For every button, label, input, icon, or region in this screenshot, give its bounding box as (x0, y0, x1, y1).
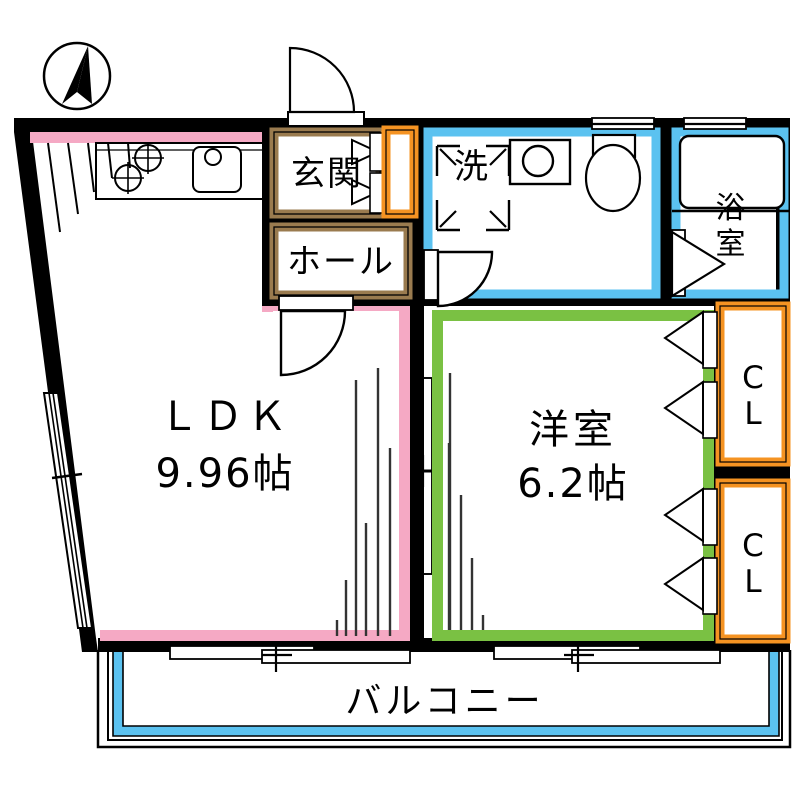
hall-door-swing[interactable] (279, 309, 347, 377)
bathroom (670, 127, 790, 299)
bedroom-label: 洋室 (529, 407, 617, 453)
ldk-hatch-bottom (335, 368, 392, 636)
balcony-region (96, 650, 792, 749)
shoe-closet-outline (385, 129, 415, 215)
closet-lower-outline (719, 482, 787, 640)
window-mullion-1 (48, 392, 84, 629)
front-door-threshold (287, 111, 365, 127)
closet-upper-arrow-2[interactable] (663, 380, 704, 436)
closet-upper-leaf-1[interactable] (702, 311, 718, 369)
closet-upper-arrow-1[interactable] (663, 310, 704, 366)
closet-upper-leaf-2[interactable] (702, 381, 718, 439)
closet-upper-outline (719, 305, 787, 463)
closet-lower-label-line2: L (744, 564, 762, 600)
window-open-mark (51, 472, 83, 480)
balcony-outer-edge-2 (107, 650, 783, 741)
bedroom-band-right (703, 310, 714, 640)
entrance-door-arrow-bottom[interactable] (351, 178, 381, 206)
closet-lower-label-line1: C (742, 528, 764, 564)
closet-lower-leaf-2[interactable] (702, 557, 718, 615)
closet-lower-arrow-2[interactable] (663, 556, 704, 612)
bathroom-accent-border (671, 127, 789, 299)
washbasin-icon (508, 138, 572, 186)
compass-needle-light (77, 46, 92, 104)
hall-door-threshold (278, 295, 354, 311)
shoe-closet-accent[interactable] (381, 125, 419, 219)
bathroom-door-arrow[interactable] (670, 230, 727, 298)
washroom-door-swing[interactable] (436, 250, 494, 308)
ldk-balcony-panel-2[interactable] (261, 649, 411, 664)
washroom-door-leaf[interactable] (423, 249, 439, 301)
bedroom-balcony-panel-2[interactable] (571, 649, 721, 664)
balcony-railing-outline-out (112, 651, 780, 737)
compass-needle-dark (62, 46, 88, 104)
washer-label: 洗 (454, 147, 490, 187)
balcony-label: バルコニー (345, 681, 545, 722)
closet-lower-leaf-1[interactable] (702, 488, 718, 546)
wall-closet-divider (714, 466, 790, 479)
bedroom-band-top (432, 310, 714, 321)
entrance-room (269, 127, 387, 219)
front-door[interactable] (287, 46, 365, 127)
hall-room (269, 222, 413, 300)
ldk-side-window (42, 392, 94, 629)
closet-lower[interactable] (663, 478, 791, 644)
ldk-band-top (30, 132, 410, 143)
balcony-outer-edge (96, 650, 792, 749)
bedroom-accent-band (432, 310, 714, 641)
balcony-railing (113, 651, 779, 736)
closet-lower-arrow-1[interactable] (663, 487, 704, 543)
front-door-swing[interactable] (288, 46, 356, 114)
closet-upper[interactable] (663, 301, 791, 467)
wall-center-vertical (410, 118, 424, 652)
ldk-band-bottom (100, 630, 410, 641)
ldk-hatch-top-left (27, 142, 131, 259)
entrance-label: 玄関 (291, 154, 363, 194)
hall-outline (273, 226, 409, 296)
ldk-area-label: 9.96帖 (155, 451, 295, 497)
toilet-icon (584, 133, 642, 213)
ldk-balcony-sliding-door[interactable] (169, 641, 411, 672)
entrance-door-arrow-top[interactable] (351, 138, 381, 166)
north-arrow-icon (42, 41, 112, 111)
bedroom-band-left (432, 310, 443, 640)
kitchen-counter (95, 142, 265, 200)
bedroom-area-label: 6.2帖 (517, 461, 629, 507)
closet-upper-label-line2: L (744, 396, 762, 432)
hall-label: ホール (287, 242, 395, 282)
wall-toilet-bathroom (658, 118, 672, 298)
stove-icon (112, 142, 164, 194)
ldk-label: ＬＤＫ (159, 394, 291, 440)
bathtub-icon (678, 134, 786, 210)
hall-to-ldk-door[interactable] (278, 295, 354, 377)
sink-icon (192, 146, 242, 193)
bedroom-balcony-sliding-door[interactable] (493, 641, 721, 672)
balcony-railing-outline-in (122, 651, 770, 727)
washroom-window (591, 117, 655, 130)
bedroom-hatch-bottom (438, 373, 485, 636)
bathroom-label-line2: 室 (715, 227, 747, 262)
shoe-closet[interactable] (381, 125, 419, 219)
bedroom-band-bottom (432, 630, 714, 641)
washroom (423, 127, 661, 308)
bathroom-label-line1: 浴 (715, 191, 747, 226)
ldk-band-right-lower (399, 300, 410, 640)
bathroom-window (683, 117, 747, 130)
closet-upper-label-line1: C (742, 360, 764, 396)
washroom-accent-border (423, 127, 661, 299)
window-mullion-2 (52, 392, 88, 629)
